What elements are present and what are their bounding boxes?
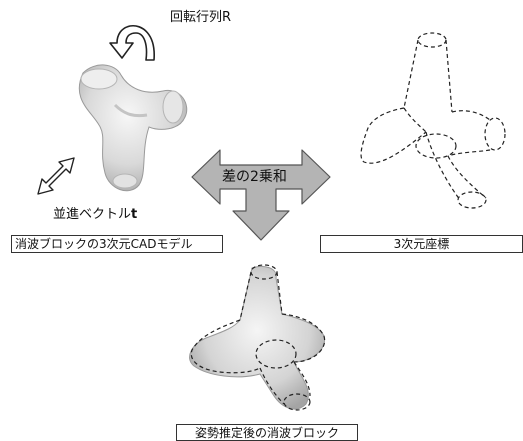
translation-double-arrow-icon (37, 157, 75, 195)
coords-dashed-outline (360, 32, 506, 209)
cad-model-label: 消波ブロックの3次元CADモデル (11, 235, 223, 253)
difference-arrow (191, 149, 331, 241)
rotation-label: 回転行列R (170, 10, 232, 25)
coords-label: 3次元座標 (320, 235, 523, 253)
result-label: 姿勢推定後の消波ブロック (176, 424, 358, 441)
pose-estimated-block-image (189, 264, 326, 411)
translation-vector-symbol: t (131, 207, 138, 222)
cad-block-image (78, 64, 188, 192)
difference-arrow-label: 差の2乗和 (222, 169, 287, 185)
translation-label-text: 並進ベクトル (53, 207, 132, 222)
rotation-curved-arrow-icon (109, 25, 155, 61)
translation-label: 並進ベクトルt (53, 207, 137, 222)
